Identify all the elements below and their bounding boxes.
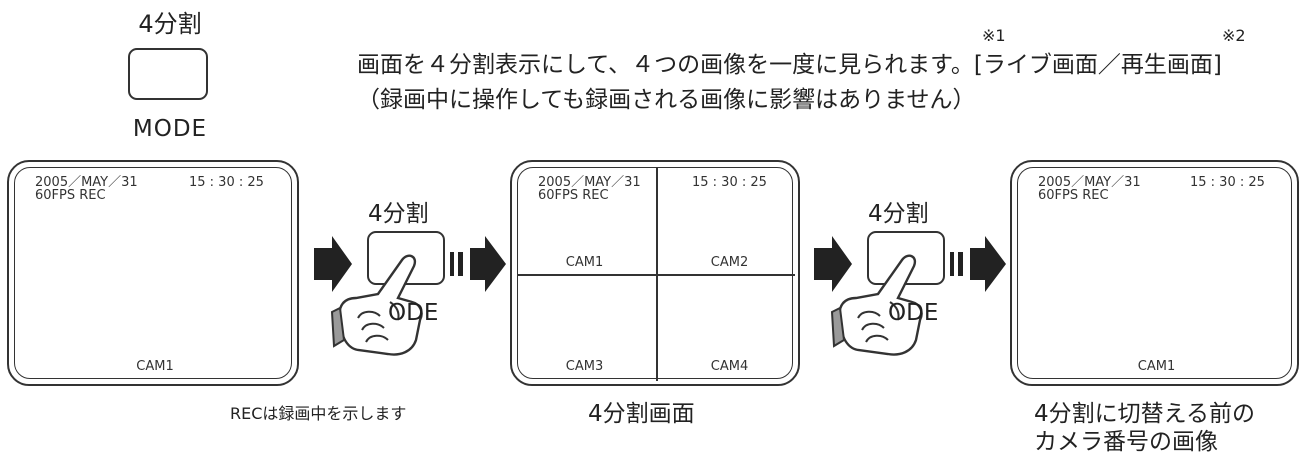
pressing-hand-icon: [330, 254, 423, 356]
osd-time: 15 : 30 : 25: [692, 175, 767, 190]
osd-date: 2005／MAY／31: [1038, 175, 1141, 190]
monitor-screen: [14, 167, 292, 379]
osd-date: 2005／MAY／31: [538, 175, 641, 190]
caption-result-line-2: カメラ番号の画像: [1034, 429, 1218, 455]
description: 画面を４分割表示にして、４つの画像を一度に見られます。[ライブ画面／再生画面] …: [357, 48, 1222, 118]
description-line-1: 画面を４分割表示にして、４つの画像を一度に見られます。[ライブ画面／再生画面]: [357, 52, 1222, 78]
mode-button-sublabel: MODE: [132, 116, 208, 142]
footnote-mark-2: ※2: [1222, 26, 1246, 45]
osd-camera-label: CAM1: [136, 359, 174, 374]
osd-fps-rec: 60FPS REC: [538, 188, 609, 203]
osd-fps-rec: 60FPS REC: [1038, 188, 1109, 203]
arrow-right-icon: [814, 236, 852, 292]
arrow-right-icon: [970, 236, 1006, 292]
live-screen-monitor: 2005／MAY／31 60FPS REC 15 : 30 : 25 CAM1: [7, 160, 299, 386]
osd-camera-label: CAM1: [565, 255, 604, 270]
mode-button-label: 4分割: [138, 10, 202, 38]
arrow-right-icon: [470, 236, 506, 292]
step1-button-label: 4分割: [368, 201, 429, 227]
pressing-hand-icon: [830, 254, 923, 356]
step1-button-sublabel: ODE: [388, 300, 439, 326]
arrow-right-icon: [314, 236, 352, 292]
osd-camera-label: CAM2: [710, 255, 749, 270]
caption-rec-explanation: RECは録画中を示します: [230, 404, 407, 423]
description-line-2: （録画中に操作しても録画される画像に影響はありません）: [357, 87, 976, 113]
monitor-screen: [517, 167, 793, 379]
osd-time: 15 : 30 : 25: [1190, 175, 1265, 190]
footnote-mark-1: ※1: [982, 26, 1006, 45]
osd-camera-label: CAM4: [710, 359, 749, 374]
step2-button-sublabel: ODE: [888, 300, 939, 326]
split-divider-horizontal: [517, 274, 795, 276]
osd-date: 2005／MAY／31: [35, 175, 138, 190]
osd-camera-label: CAM1: [1137, 359, 1176, 374]
caption-result-line-1: 4分割に切替える前の: [1034, 401, 1255, 427]
monitor-screen: [1017, 167, 1292, 379]
caption-split-screen: 4分割画面: [588, 401, 695, 427]
osd-time: 15 : 30 : 25: [189, 175, 264, 190]
mode-button[interactable]: [128, 48, 208, 100]
result-screen-monitor: 2005／MAY／31 60FPS REC 15 : 30 : 25 CAM1: [1010, 160, 1299, 386]
step2-button-label: 4分割: [868, 201, 929, 227]
press-mode-step-1: [314, 231, 506, 356]
split-screen-monitor: 2005／MAY／31 60FPS REC 15 : 30 : 25 CAM1 …: [510, 160, 800, 386]
press-mode-step-2: [814, 231, 1006, 356]
osd-fps-rec: 60FPS REC: [35, 188, 106, 203]
osd-camera-label: CAM3: [565, 359, 604, 374]
